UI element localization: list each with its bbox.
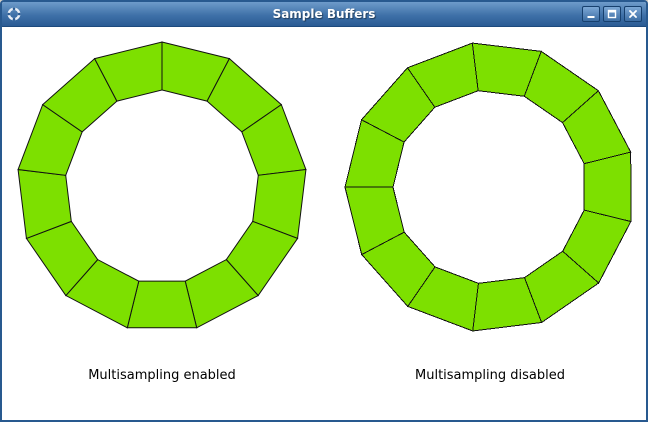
maximize-button[interactable]: [603, 6, 621, 22]
caption-multisampling-disabled: Multisampling disabled: [415, 368, 565, 383]
ring-segment: [126, 280, 198, 329]
ring-segment: [583, 151, 632, 223]
close-icon: [629, 10, 637, 18]
maximize-icon: [607, 9, 617, 19]
window-menu-icon[interactable]: [6, 6, 22, 22]
ring-segment: [93, 41, 163, 102]
app-icon: [7, 7, 21, 21]
caption-multisampling-enabled: Multisampling enabled: [88, 368, 236, 383]
ring-segment: [406, 42, 479, 108]
titlebar[interactable]: Sample Buffers: [2, 2, 646, 27]
minimize-button[interactable]: [582, 6, 600, 22]
window-title: Sample Buffers: [272, 7, 376, 21]
ring-multisampling-enabled: [17, 41, 307, 329]
close-button[interactable]: [624, 6, 642, 22]
minimize-icon: [587, 16, 595, 18]
content-area: Multisampling enabled Multisampling disa…: [2, 27, 646, 420]
ring-multisampling-disabled: [344, 42, 632, 332]
titlebar-buttons: [582, 6, 642, 22]
